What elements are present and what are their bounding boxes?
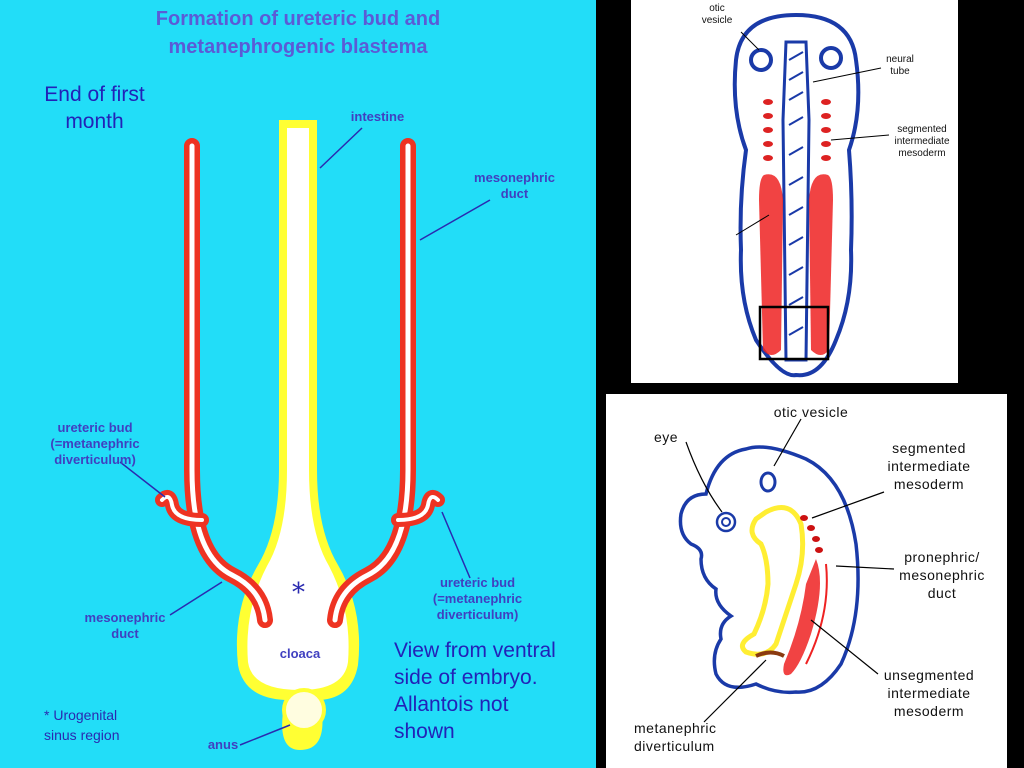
intestine-label: intestine	[350, 109, 405, 124]
ureteric-bud-left-label: ureteric bud (=metanephric diverticulum)	[50, 420, 140, 467]
stage-line2: month	[65, 110, 124, 133]
intestine-lumen	[247, 128, 349, 690]
diagram-title-line1: Formation of ureteric bud and	[155, 8, 441, 30]
metanephric-diverticulum-label: metanephric diverticulum	[634, 720, 717, 754]
stage-line1: End of first	[44, 83, 145, 106]
leader-lines	[119, 127, 491, 746]
urogenital-asterisk: *	[292, 578, 305, 608]
embryo-outline	[732, 12, 861, 378]
unsegmented-mesoderm-lateral	[783, 559, 820, 676]
view-note: View from ventral side of embryo. Allant…	[394, 639, 556, 743]
lateral-leader-lines	[685, 418, 895, 723]
ureteric-bud-drawing	[119, 120, 491, 750]
left-mesonephric-duct	[184, 138, 273, 628]
otic-vesicle-lateral	[759, 471, 777, 493]
metanephric-diverticulum-lateral	[755, 650, 785, 658]
eye-lateral	[715, 511, 737, 533]
gut-tube-lateral	[739, 505, 806, 657]
otic-vesicle-left	[749, 48, 773, 72]
pronephric-duct-label: pronephric/ mesonephric duct	[899, 549, 985, 601]
embryo-outline-lateral	[678, 445, 860, 695]
segmented-mesoderm-lateral-label: segmented intermediate mesoderm	[887, 440, 971, 492]
left-intermediate-mesoderm	[759, 174, 783, 355]
anus-circle	[282, 688, 326, 732]
mesonephric-duct-bottom-label: mesonephric duct	[84, 610, 166, 641]
sketch-leader-lines	[735, 31, 890, 236]
stage-label: End of first month	[22, 81, 167, 135]
neural-tube-label: neural tube	[886, 54, 914, 77]
mesonephric-duct-lateral	[805, 563, 828, 665]
segmented-mesoderm-label: segmented intermediate mesoderm	[894, 124, 950, 159]
lateral-embryo-sketch: otic vesicle eye segmented intermediate …	[606, 394, 1007, 768]
footnote: * Urogenital sinus region	[44, 707, 120, 743]
neural-tube-hatching	[788, 51, 804, 336]
dorsal-embryo-drawing	[732, 12, 890, 378]
neural-tube	[781, 40, 811, 362]
lateral-embryo-drawing	[678, 418, 895, 723]
eye-label: eye	[653, 429, 679, 445]
right-intermediate-mesoderm	[809, 174, 833, 355]
dorsal-embryo-sketch: otic vesicle neural tube segmented inter…	[631, 0, 958, 383]
right-mesonephric-duct	[327, 138, 416, 628]
mesonephric-duct-top-label: mesonephric duct	[474, 170, 555, 201]
cloaca-label: cloaca	[279, 646, 321, 661]
region-box	[758, 305, 830, 361]
ureteric-bud-right-label: ureteric bud (=metanephric diverticulum)	[432, 575, 523, 622]
segmented-mesoderm-lateral	[800, 515, 823, 553]
diagram-title-line2: metanephrogenic blastema	[168, 36, 428, 58]
anus-label: anus	[207, 737, 239, 752]
unsegmented-mesoderm-label: unsegmented intermediate mesoderm	[883, 667, 975, 719]
otic-vesicle-right	[819, 46, 843, 70]
segmented-mesoderm-dots	[763, 99, 831, 161]
ureteric-bud-diagram: Formation of ureteric bud and metanephro…	[0, 0, 596, 768]
otic-vesicle-label: otic vesicle	[701, 3, 733, 26]
otic-vesicle-lateral-label: otic vesicle	[773, 404, 849, 420]
